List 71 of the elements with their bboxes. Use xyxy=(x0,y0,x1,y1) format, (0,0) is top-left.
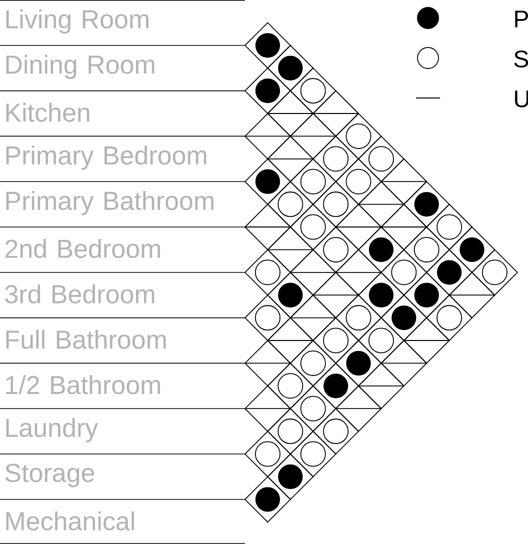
row-line xyxy=(0,90,246,92)
room-label: 1/2 Bathroom xyxy=(6,375,160,394)
row-line xyxy=(0,181,246,182)
row-line xyxy=(0,272,246,273)
circle-mark xyxy=(300,214,326,240)
circle-mark xyxy=(278,373,304,399)
room-label: Mechanical xyxy=(6,511,134,530)
room-label: Dining Room xyxy=(6,54,154,80)
row-line xyxy=(0,226,246,228)
matrix-cell xyxy=(335,385,382,432)
dot-mark xyxy=(368,237,394,262)
row-line xyxy=(0,499,246,500)
circle-mark xyxy=(346,168,372,194)
dot-mark xyxy=(460,237,484,262)
circle-mark xyxy=(436,305,462,331)
room-label: Storage xyxy=(5,464,94,488)
circle-mark xyxy=(323,418,349,444)
circle-mark xyxy=(414,236,440,262)
circle-mark xyxy=(482,260,508,286)
dot-mark xyxy=(368,282,394,308)
dot-mark xyxy=(255,33,280,58)
legend-label: S xyxy=(514,50,528,68)
dot-mark xyxy=(437,260,462,285)
dot-mark xyxy=(414,282,439,308)
room-label: Living Room xyxy=(6,9,148,34)
circle-mark xyxy=(300,396,326,422)
legend-label: P xyxy=(515,10,528,28)
circle-mark xyxy=(391,260,417,286)
circle-mark xyxy=(436,214,462,240)
circle-mark xyxy=(323,146,349,172)
row-line xyxy=(0,317,246,318)
circle-mark xyxy=(323,328,349,354)
room-label: Primary Bathroom xyxy=(6,191,214,216)
circle-mark xyxy=(278,418,304,444)
circle-mark xyxy=(368,328,394,354)
circle-mark xyxy=(300,350,326,376)
circle-mark xyxy=(346,305,372,331)
room-label: Laundry xyxy=(6,418,98,442)
dot-mark xyxy=(324,374,348,398)
dot-mark xyxy=(392,306,416,330)
circle-mark xyxy=(300,78,326,104)
dot-mark xyxy=(255,169,280,194)
room-label: 2nd Bedroom xyxy=(6,238,160,258)
circle-mark xyxy=(254,260,280,286)
room-label: Primary Bedroom xyxy=(6,146,206,170)
matrix-cell xyxy=(290,430,336,478)
dot-mark xyxy=(278,464,303,489)
circle-mark xyxy=(346,123,372,149)
circle-mark xyxy=(278,192,304,218)
room-label: Full Bathroom xyxy=(6,330,166,349)
circle-mark xyxy=(254,441,280,467)
row-line xyxy=(0,136,246,137)
circle-mark xyxy=(300,441,326,467)
circle-mark xyxy=(368,146,394,172)
dot-mark xyxy=(278,282,303,308)
circle-mark xyxy=(323,236,349,262)
circle-mark xyxy=(323,192,349,218)
row-line xyxy=(0,362,246,364)
room-label: 3rd Bedroom xyxy=(5,284,154,304)
circle-mark xyxy=(300,168,326,194)
matrix-cell xyxy=(448,272,496,318)
circle-mark xyxy=(254,305,280,331)
dot-mark xyxy=(255,78,280,104)
row-line xyxy=(0,45,246,46)
dot-mark xyxy=(278,56,303,80)
dot-mark xyxy=(346,350,371,376)
dot-mark xyxy=(255,487,280,512)
matrix-cell xyxy=(403,317,450,364)
dot-mark xyxy=(414,192,439,217)
room-label: Kitchen xyxy=(6,102,90,122)
row-line xyxy=(0,408,246,409)
